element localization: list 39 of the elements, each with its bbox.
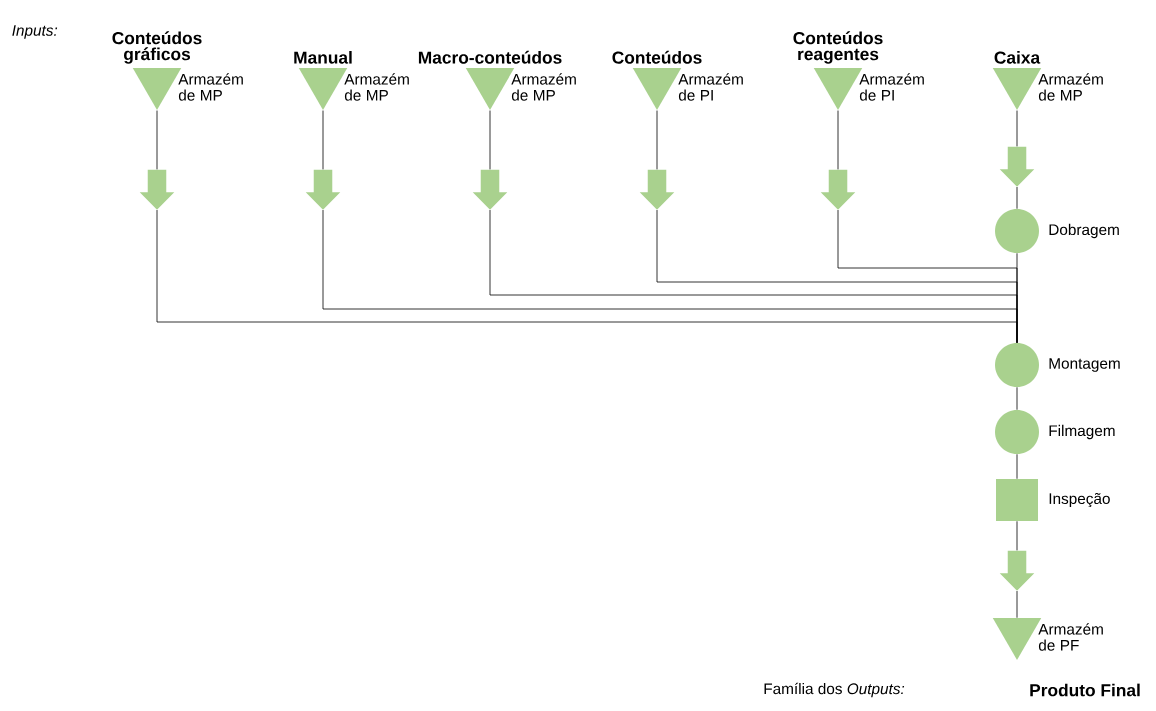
operation-label: Filmagem [1049, 424, 1115, 440]
connector-line [1016, 110, 1018, 147]
transport-symbol [472, 169, 508, 210]
storage-label: Armazém de MP [511, 73, 576, 101]
operation-label: Inspeção [1049, 492, 1110, 508]
storage-label: Armazém de MP [178, 73, 243, 101]
input-heading: Manual [294, 51, 352, 64]
caption-text: Família dos Outputs: [764, 682, 905, 698]
storage-label: Armazém de PI [678, 73, 743, 101]
input-heading: Caixa [994, 51, 1041, 64]
transport-symbol [139, 169, 175, 210]
connector-line [837, 110, 839, 170]
connector-line [1016, 453, 1018, 480]
input-heading: Conteúdos gráficos [112, 31, 202, 64]
caption-text: Produto Final [1030, 683, 1140, 697]
input-heading: Macro-conteúdos [418, 50, 562, 64]
connector-line [489, 110, 491, 170]
connector-line [1016, 590, 1018, 619]
input-heading: Conteúdos reagentes [793, 31, 883, 64]
storage-label: Armazém de PF [1038, 623, 1103, 651]
connector-line [1016, 386, 1018, 411]
storage-label: Armazém de PI [859, 73, 924, 101]
connector-line [656, 110, 658, 170]
connector-line [1016, 520, 1018, 551]
input-heading: Conteúdos [612, 50, 702, 64]
caption-text: Inputs: [12, 25, 58, 39]
transport-symbol [999, 550, 1035, 591]
transport-symbol [999, 146, 1035, 187]
storage-label: Armazém de MP [344, 73, 409, 101]
operation-label: Dobragem [1049, 223, 1119, 239]
connector-line [322, 110, 324, 170]
operation-label: Montagem [1049, 358, 1120, 372]
connector-line [1016, 252, 1018, 344]
connector-line [1016, 186, 1018, 210]
connector-line [156, 110, 158, 170]
transport-symbol [639, 169, 675, 210]
transport-symbol [305, 169, 341, 210]
storage-label: Armazém de MP [1038, 73, 1103, 101]
transport-symbol [820, 169, 856, 210]
